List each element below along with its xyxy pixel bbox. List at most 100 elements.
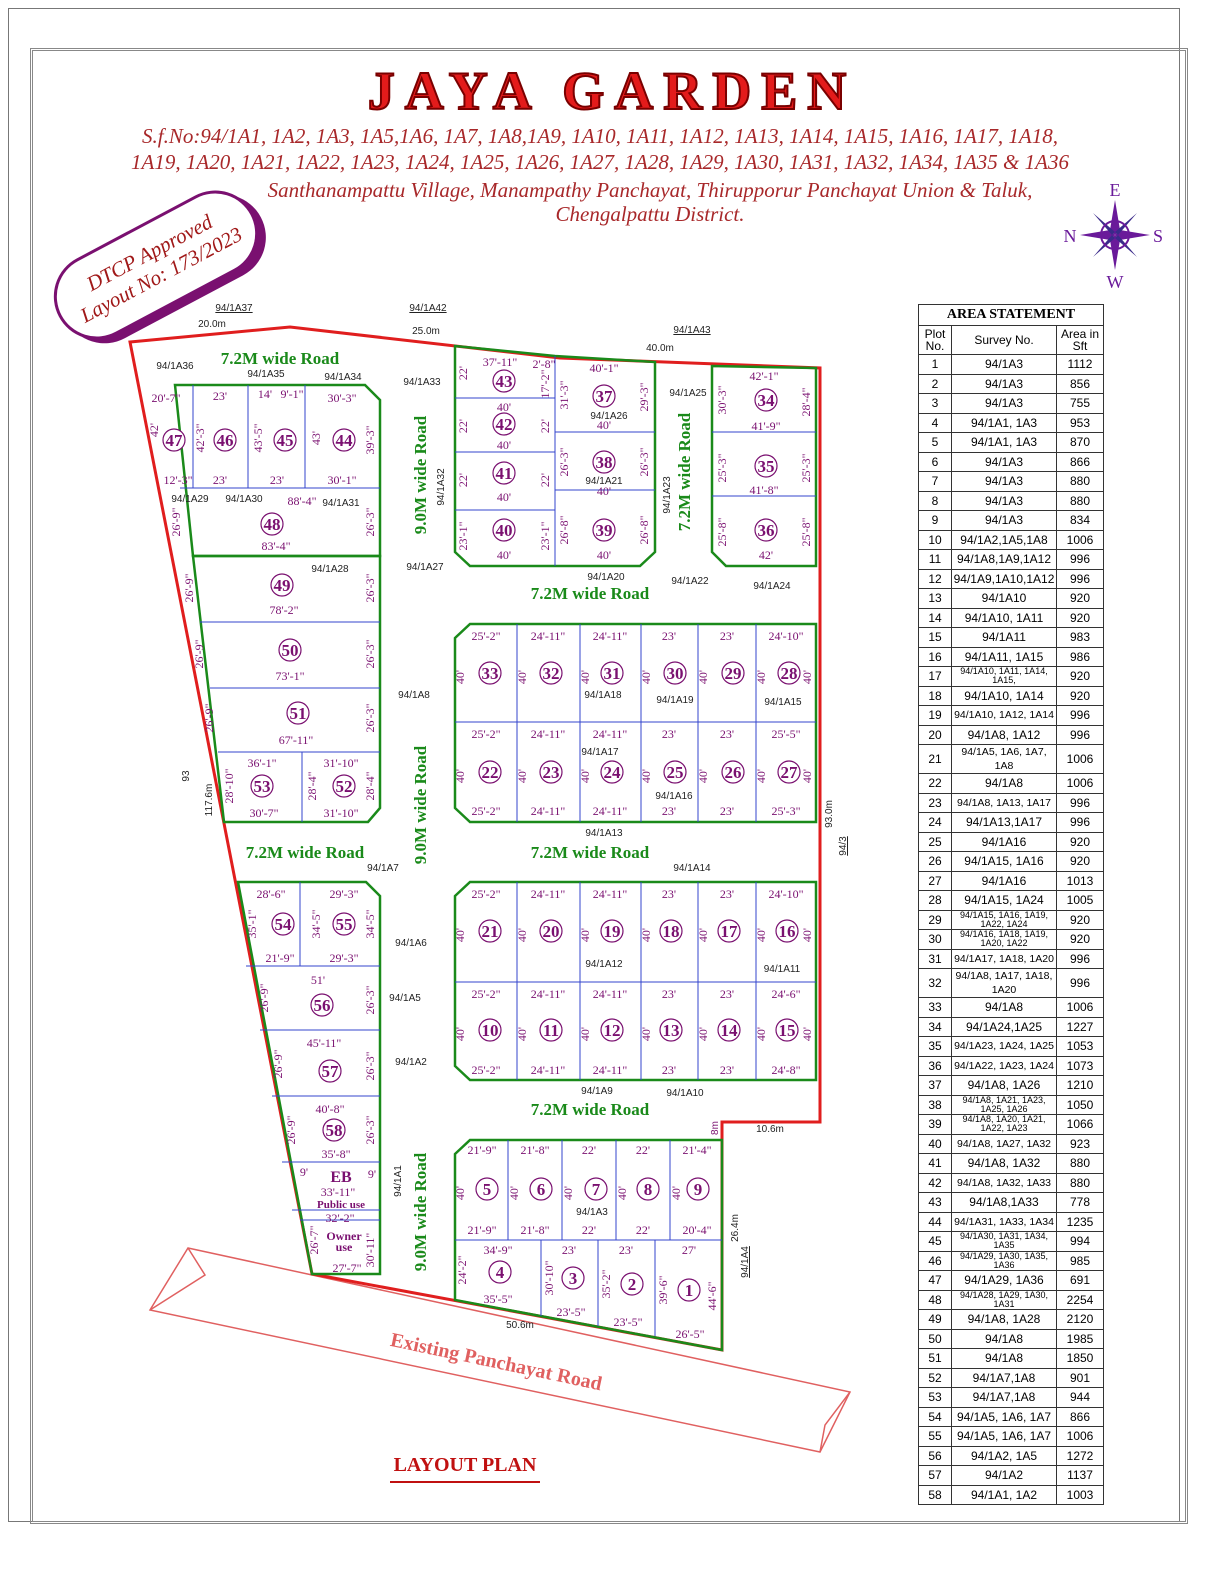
dimension-label: 42' [147,423,161,437]
area-plot-no: 1 [918,354,952,375]
dimension-label: 9' [300,1165,308,1179]
area-plot-no: 40 [918,1133,952,1154]
survey-label: 94/1A19 [656,695,694,706]
area-sft: 866 [1056,451,1104,472]
survey-label: 94/1A12 [585,959,623,970]
col-survey-no: Survey No. [951,325,1057,355]
plot-circle [332,428,356,452]
dimension-label: 20'-4" [682,1223,711,1237]
survey-label: 94/1A20 [587,572,625,583]
dimension-label: 23' [270,473,284,487]
forty-label: 40' [639,1027,653,1041]
forty-label: 40' [800,1027,814,1041]
area-plot-no: 30 [918,929,952,950]
plot-circle [310,993,334,1017]
survey-label: 94/1A32 [436,468,447,506]
dimension-label: 23'-5" [613,1315,642,1329]
dimension-label: 22' [456,473,470,487]
area-survey-no: 94/1A8 [951,997,1057,1018]
dimension-label: 41'-9" [751,419,780,433]
area-sft: 996 [1056,549,1104,570]
boundary-label: 93 [181,770,192,782]
forty-label: 40' [578,928,592,942]
road-label-left-mid: 7.2M wide Road [246,843,365,862]
dimension-label: 33'-11" [321,1185,356,1199]
area-statement-title: AREA STATEMENT [918,304,1104,325]
plot-number: 44 [336,431,354,450]
dimension-label: 14' [258,387,272,401]
area-survey-no: 94/1A3 [951,373,1057,394]
area-plot-no: 22 [918,773,952,794]
dimension-label: 24'-11" [593,887,628,901]
area-survey-no: 94/1A8, 1A26 [951,1075,1057,1096]
forty-label: 40' [453,1186,467,1200]
area-plot-no: 42 [918,1172,952,1193]
plot-number: 49 [274,576,291,595]
forty-label: 40' [453,670,467,684]
area-survey-no: 94/1A16, 1A18, 1A19, 1A20, 1A22 [951,929,1057,950]
plot-circle [332,912,356,936]
survey-label: 94/1A14 [673,863,711,874]
plot-number: 42 [496,415,513,434]
survey-label: 94/1A13 [585,828,623,839]
forty-label: 40' [507,1186,521,1200]
plot-circle [677,1278,701,1302]
plot-circle [636,1177,660,1201]
plot-number: 25 [667,763,684,782]
dimension-label: 21'-4" [682,1143,711,1157]
plot-number: 4 [496,1263,505,1282]
area-survey-no: 94/1A3 [951,451,1057,472]
plot-number: 36 [758,521,775,540]
dimension-label: 25'-3" [799,453,813,482]
area-plot-no: 27 [918,870,952,891]
compass-north: N [1064,226,1077,246]
area-survey-no: 94/1A1, 1A3 [951,412,1057,433]
dimension-label: 30'-3" [327,391,356,405]
dimension-label: 44'-6" [705,1281,719,1310]
plot-number: 12 [604,1021,621,1040]
dimension-label: 21'-9" [265,951,294,965]
area-plot-no: 49 [918,1309,952,1330]
area-plot-no: 37 [918,1075,952,1096]
dimension-label: 40' [497,548,511,562]
dimension-label: 31'-10" [323,806,358,820]
area-survey-no: 94/1A13,1A17 [951,812,1057,833]
area-survey-no: 94/1A11, 1A15 [951,646,1057,667]
block-1-9 [453,1138,724,1352]
dimension-label: 25'-2" [471,629,500,643]
plot-circle [213,428,237,452]
dimension-label: 30'-10" [542,1260,556,1295]
area-survey-no: 94/1A3 [951,354,1057,375]
area-plot-no: 55 [918,1426,952,1447]
plot-circle [260,512,284,536]
boundary-label: 10.6m [756,1124,784,1135]
survey-label: 94/1A33 [403,377,441,388]
area-survey-no: 94/1A5, 1A6, 1A7 [951,1426,1057,1447]
area-survey-no: 94/1A8, 1A28 [951,1309,1057,1330]
area-sft: 1006 [1056,744,1104,774]
dimension-label: 23' [562,1243,576,1257]
plot-number: 24 [604,763,622,782]
road-label-top: 7.2M wide Road [221,349,340,368]
boundary-label: 94/3 [838,836,849,856]
survey-label: 94/1A29 [171,494,209,505]
owner-use-label-2: use [336,1240,353,1254]
plot-number: 30 [667,664,684,683]
area-survey-no: 94/1A10 [951,588,1057,609]
plot-circle [539,1018,563,1042]
plot-circle [777,760,801,784]
dimension-label: 24'-10" [768,887,803,901]
forty-label: 40' [754,769,768,783]
dimension-label: 26'-3" [637,447,651,476]
area-plot-no: 35 [918,1036,952,1057]
area-survey-no: 94/1A3 [951,393,1057,414]
